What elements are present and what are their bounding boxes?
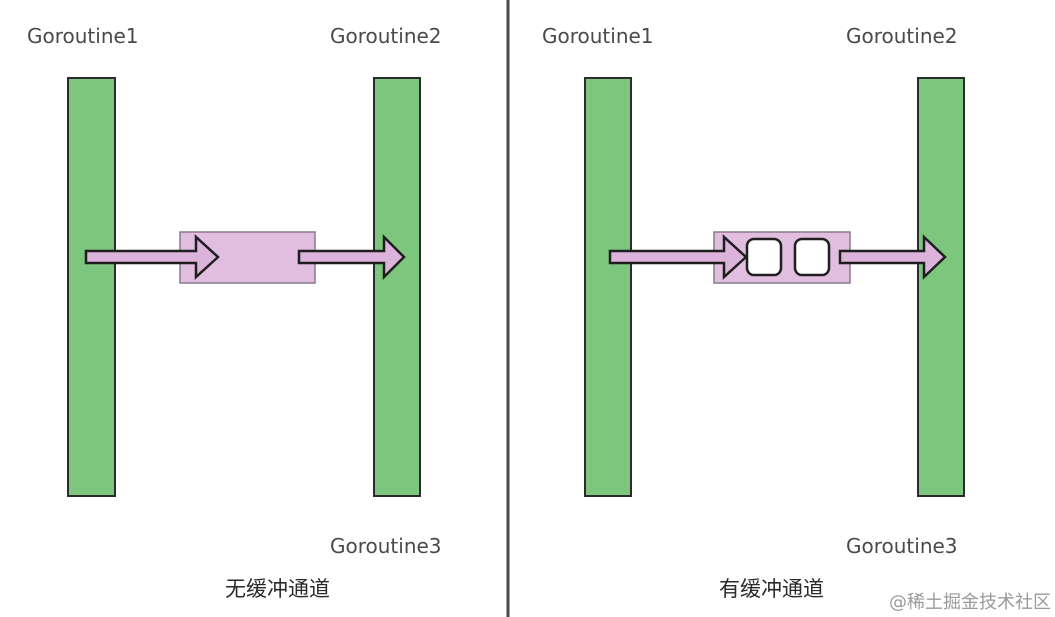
- right-goroutine1-label: Goroutine1: [542, 24, 654, 48]
- left-goroutine1-bar: [67, 77, 116, 497]
- buffered-panel: Goroutine1 Goroutine2 Goroutine3 有缓冲通道: [542, 24, 965, 601]
- left-send-arrow: [84, 234, 220, 280]
- buffer-slot-2: [793, 237, 831, 277]
- right-goroutine2-label: Goroutine2: [846, 24, 958, 48]
- left-goroutine2-label: Goroutine2: [330, 24, 442, 48]
- left-caption: 无缓冲通道: [225, 577, 330, 601]
- watermark-text: @稀土掘金技术社区: [889, 592, 1051, 613]
- left-goroutine1-label: Goroutine1: [27, 24, 139, 48]
- right-send-arrow: [608, 234, 748, 280]
- left-goroutine2-bar: [373, 77, 421, 497]
- right-caption: 有缓冲通道: [719, 577, 824, 601]
- left-goroutine3-label: Goroutine3: [330, 534, 442, 558]
- unbuffered-panel: Goroutine1 Goroutine2 Goroutine3 无缓冲通道: [27, 24, 442, 601]
- right-receive-arrow: [838, 234, 947, 280]
- right-goroutine1-bar: [584, 77, 632, 497]
- right-goroutine2-bar: [917, 77, 965, 497]
- right-goroutine3-label: Goroutine3: [846, 534, 958, 558]
- left-receive-arrow: [297, 233, 406, 281]
- buffer-slot-1: [745, 237, 783, 277]
